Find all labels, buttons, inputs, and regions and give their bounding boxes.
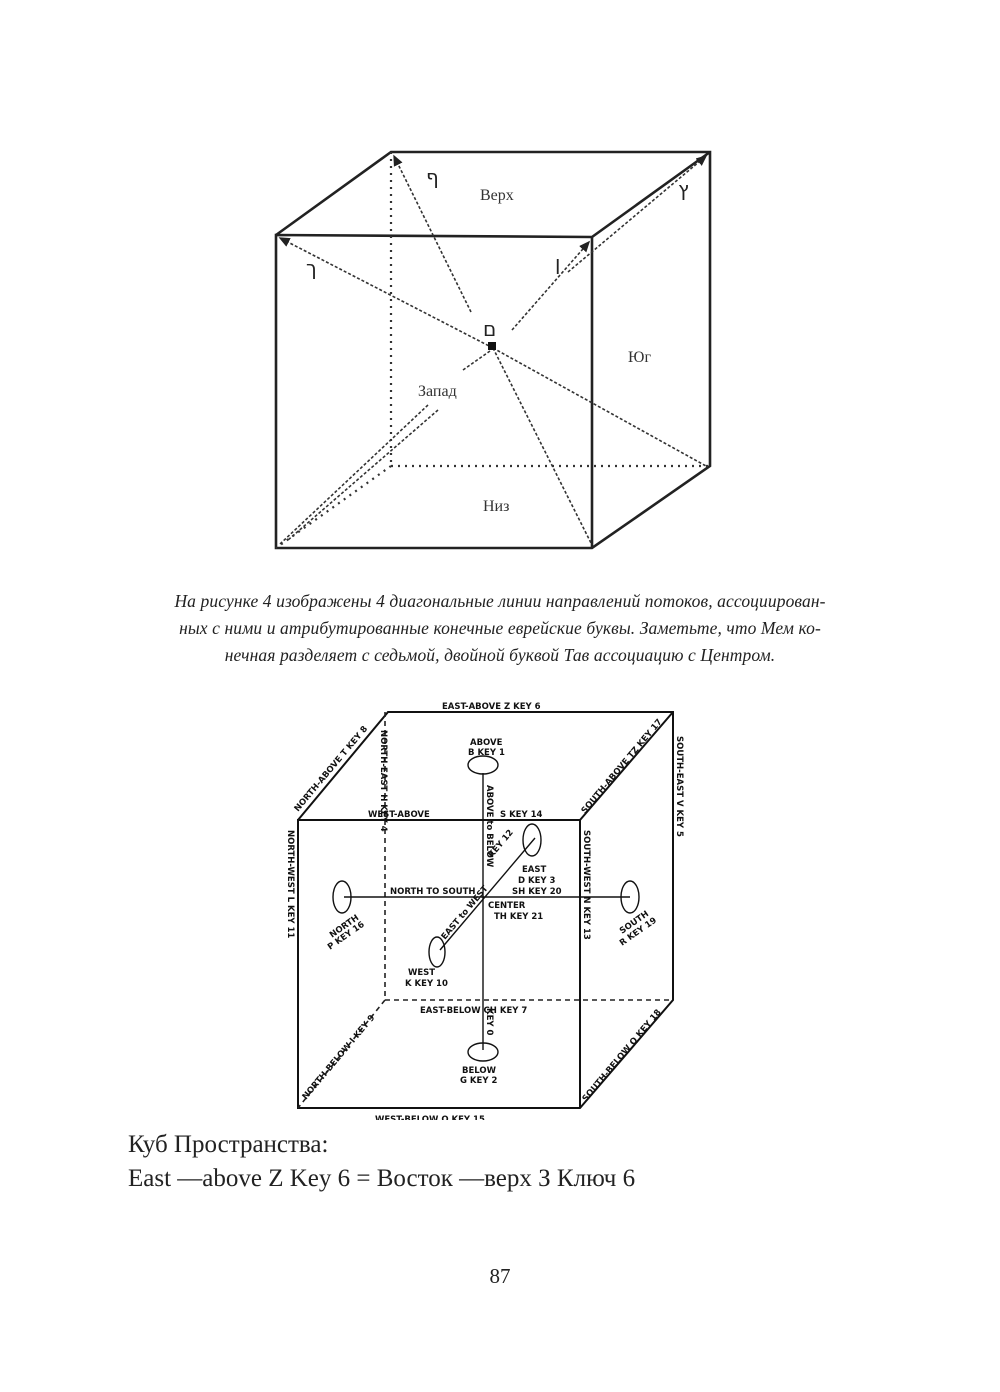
edge-north-below: NORTH-BELOW I KEY 9 [301, 1013, 378, 1102]
caption-line: На рисунке 4 изображены 4 диагональные л… [174, 591, 826, 611]
cube-translation-line: East —above Z Key 6 = Восток —верх З Клю… [128, 1165, 636, 1192]
label-bottom: Низ [483, 498, 509, 515]
center-key: TH KEY 21 [494, 912, 543, 922]
cube-heading: Куб Пространства: [128, 1131, 329, 1158]
figure-cube-of-directions: Верх Юг Запад Низ ף ץ ך ן ם [268, 140, 728, 560]
edge-south-above: SOUTH-ABOVE TZ KEY 17 [580, 717, 665, 816]
edge-south-east: SOUTH-EAST V KEY 5 [674, 736, 684, 837]
hidden-edges [297, 712, 673, 1109]
hebrew-final-mem: ם [483, 317, 496, 341]
cube-edges [297, 711, 674, 1109]
caption-line: нечная разделяет с седьмой, двойной букв… [224, 645, 776, 665]
node-below: BELOW [462, 1066, 497, 1076]
hidden-edges [275, 152, 710, 549]
edge-east-below: EAST-BELOW CH KEY 7 [420, 1006, 527, 1016]
caption-line: ных с ними и атрибутированные конечные е… [179, 618, 821, 638]
edge-east-above: EAST-ABOVE Z KEY 6 [442, 702, 541, 712]
axis-above-below: ABOVE to BELOW [484, 785, 494, 868]
edge-south-below: SOUTH-BELOW Q KEY 18 [581, 1008, 664, 1104]
edge-north-east: NORTH-EAST H KEY 4 [378, 730, 388, 832]
edge-west-above: WEST-ABOVE [368, 810, 430, 820]
node-west-key: K KEY 10 [405, 979, 448, 989]
node-west: WEST [408, 968, 435, 978]
center-label: CENTER [488, 901, 526, 911]
hebrew-final-tsade: ץ [678, 177, 689, 201]
figure-caption: На рисунке 4 изображены 4 диагональные л… [90, 588, 910, 669]
axes [332, 755, 640, 1062]
axis-north-south: NORTH TO SOUTH [390, 887, 476, 897]
edge-south-west: SOUTH-WEST N KEY 13 [581, 830, 591, 940]
label-top: Верх [480, 187, 514, 204]
edge-west-below: WEST-BELOW O KEY 15 [375, 1115, 485, 1120]
hebrew-final-pe: ף [426, 165, 439, 189]
node-above-key: B KEY 1 [468, 748, 505, 758]
hebrew-final-nun: ן [555, 251, 560, 275]
figure-cube-of-space: EAST-ABOVE Z KEY 6 NORTH-ABOVE T KEY 8 S… [280, 690, 700, 1120]
node-above: ABOVE [470, 738, 503, 748]
label-south: Юг [628, 349, 651, 366]
diagonals [278, 154, 708, 546]
page-number: 87 [489, 1264, 511, 1288]
edge-north-above: NORTH-ABOVE T KEY 8 [293, 724, 370, 814]
node-east-key: D KEY 3 [518, 876, 556, 886]
cube-of-space-text: Куб Пространства: East —above Z Key 6 = … [128, 1128, 635, 1196]
node-east: EAST [522, 865, 547, 875]
label-west: Запад [418, 383, 457, 400]
center-point [488, 342, 496, 350]
hebrew-final-kaf: ך [306, 256, 317, 280]
node-below-key: G KEY 2 [460, 1076, 497, 1086]
axis-above-below-key: KEY 0 [484, 1008, 494, 1036]
cube-edges [274, 150, 712, 550]
edge-west-above-key: S KEY 14 [500, 810, 543, 820]
edge-north-west: NORTH-WEST L KEY 11 [285, 830, 295, 938]
axis-north-south-key: SH KEY 20 [512, 887, 562, 897]
